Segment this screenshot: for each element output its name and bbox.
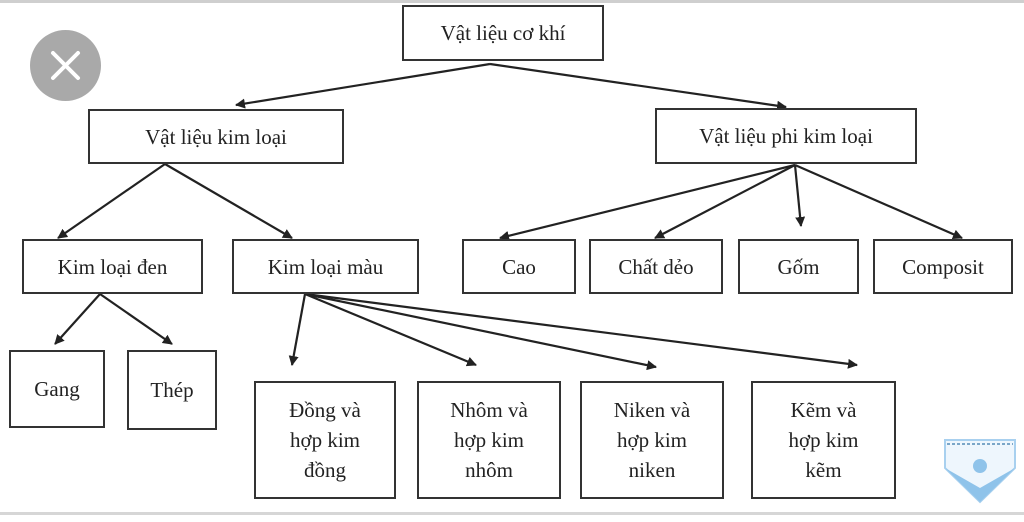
node-ceramic: Gốm (738, 239, 859, 294)
node-label: Nhôm và hợp kim nhôm (450, 398, 528, 482)
node-aluminum: Nhôm và hợp kim nhôm (417, 381, 561, 499)
node-label: Vật liệu cơ khí (440, 21, 566, 45)
node-label: Vật liệu phi kim loại (699, 124, 873, 148)
node-plastic: Chất dẻo (589, 239, 723, 294)
node-root: Vật liệu cơ khí (402, 5, 604, 61)
arrow-root-nonmetal (489, 62, 787, 111)
node-nickel: Niken và hợp kim niken (580, 381, 724, 499)
node-label: Gang (34, 377, 80, 401)
node-label: Vật liệu kim loại (145, 124, 287, 149)
node-label: Kim loại màu (267, 254, 384, 279)
node-metal: Vật liệu kim loại (88, 109, 344, 164)
arrow-root-metal (235, 62, 491, 109)
node-nonferrous: Kim loại màu (232, 239, 419, 294)
node-rubber: Cao (462, 239, 576, 294)
node-cast-iron: Gang (9, 350, 105, 428)
arrow-nonferrous-nickel (304, 292, 657, 371)
node-label: Chất dẻo (618, 254, 694, 279)
arrow-nonferrous-aluminum (304, 292, 477, 367)
node-label: Kim loại đen (57, 254, 168, 279)
node-nonmetal: Vật liệu phi kim loại (655, 108, 917, 164)
close-icon (51, 51, 80, 80)
node-label: Niken và hợp kim niken (613, 398, 691, 482)
top-divider (0, 0, 1024, 3)
watermark-logo (940, 436, 1020, 511)
node-label: Composit (902, 254, 984, 279)
close-button[interactable] (30, 30, 101, 101)
arrow-metal-ferrous (57, 163, 166, 239)
node-label: Kẽm và hợp kim kẽm (788, 398, 859, 482)
arrow-nonmetal-ceramic (793, 164, 806, 227)
node-label: Gốm (777, 254, 820, 279)
bottom-divider (0, 512, 1024, 515)
node-label: Đồng và hợp kim đồng (289, 398, 361, 482)
arrow-ferrous-steel (99, 293, 173, 345)
node-label: Thép (150, 378, 194, 402)
shield-logo-icon (944, 439, 1016, 504)
arrow-nonmetal-rubber (499, 163, 796, 241)
node-ferrous: Kim loại đen (22, 239, 203, 294)
arrow-metal-nonferrous (164, 163, 293, 239)
arrow-nonferrous-copper (288, 293, 307, 366)
arrow-nonmetal-composite (794, 163, 963, 240)
node-steel: Thép (127, 350, 217, 430)
node-zinc: Kẽm và hợp kim kẽm (751, 381, 896, 499)
arrow-nonmetal-plastic (654, 164, 796, 239)
arrow-ferrous-castiron (54, 293, 101, 345)
arrow-nonferrous-zinc (304, 292, 858, 369)
node-composite: Composit (873, 239, 1013, 294)
node-label: Cao (502, 254, 536, 279)
node-copper: Đồng và hợp kim đồng (254, 381, 396, 499)
